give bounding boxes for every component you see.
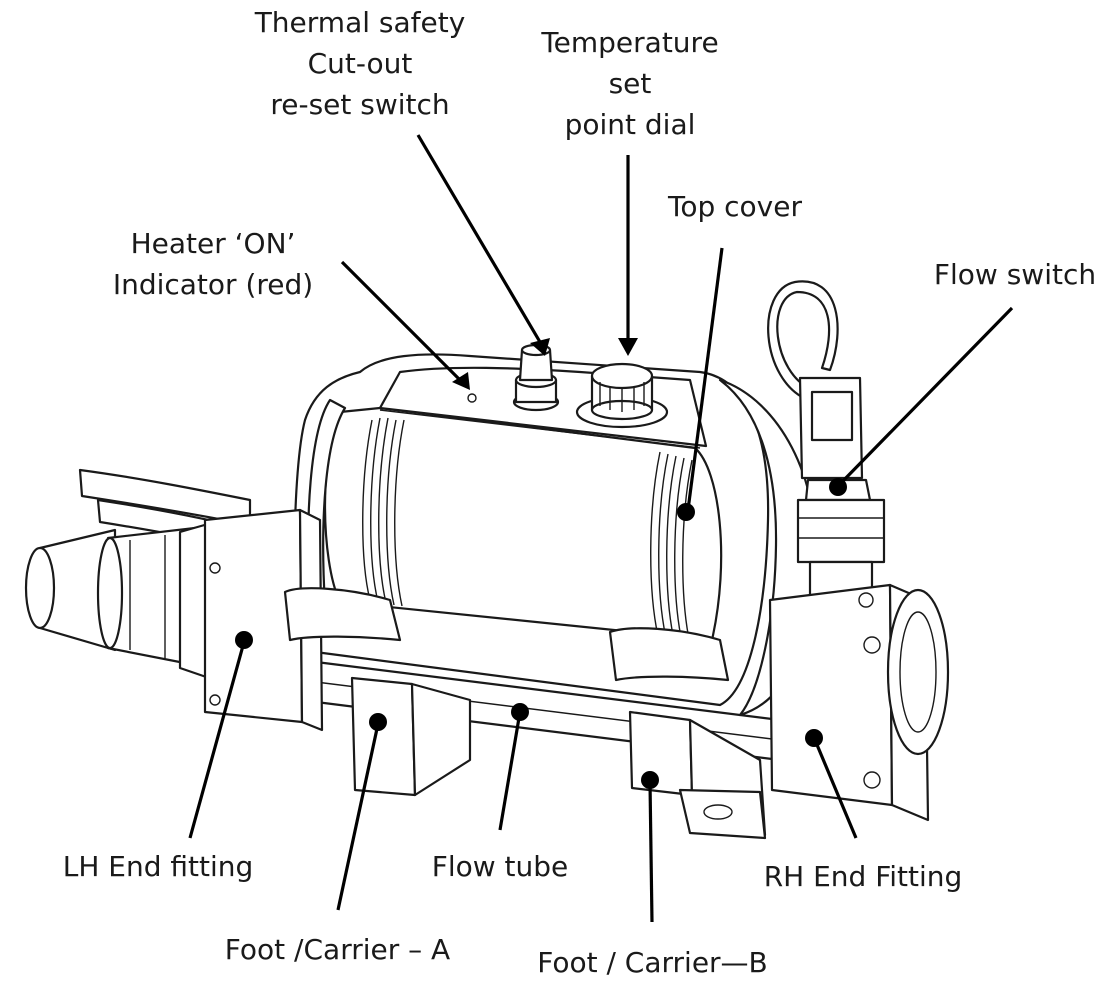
label-flow-tube: Flow tube	[415, 846, 585, 887]
label-thermal-safety-line-2: Cut-out	[307, 47, 413, 80]
leader-lines	[188, 134, 1014, 923]
dot-foot-carrier-b	[641, 771, 659, 789]
leader-flow-switch	[838, 306, 1014, 486]
label-top-cover: Top cover	[650, 186, 820, 227]
label-thermal-safety-line-3: re-set switch	[270, 88, 450, 121]
leader-rh-end-fitting	[813, 739, 858, 839]
label-heater-indicator-line-2: Indicator (red)	[112, 268, 314, 301]
label-temperature-dial-line-1: Temperature	[541, 26, 719, 59]
label-flow-tube-text: Flow tube	[431, 850, 569, 883]
lh-end-fitting	[203, 508, 324, 732]
label-temperature-dial-line-3: point dial	[564, 108, 696, 141]
leader-heater-indicator	[340, 260, 462, 382]
leader-flow-tube	[498, 711, 522, 831]
lh-inlet-pipe	[24, 520, 217, 682]
arrowhead-heater-indicator	[452, 372, 470, 390]
label-thermal-safety-line-1: Thermal safety	[254, 6, 466, 39]
label-foot-carrier-b: Foot / Carrier—B	[520, 942, 785, 983]
flow-switch	[767, 280, 886, 600]
label-lh-end-fitting: LH End fitting	[48, 846, 268, 887]
label-top-cover-text: Top cover	[668, 190, 802, 223]
label-heater-indicator: Heater ‘ON’ Indicator (red)	[98, 223, 328, 305]
leader-top-cover	[686, 247, 724, 511]
label-heater-indicator-line-1: Heater ‘ON’	[130, 227, 296, 260]
label-temperature-dial: Temperature set point dial	[520, 22, 740, 145]
label-foot-carrier-b-text: Foot / Carrier—B	[537, 946, 768, 979]
label-rh-end-fitting-text: RH End Fitting	[763, 860, 963, 893]
label-lh-end-fitting-text: LH End fitting	[62, 850, 254, 883]
thermal-reset-switch	[512, 343, 560, 412]
label-thermal-safety: Thermal safety Cut-out re-set switch	[240, 2, 480, 125]
leader-foot-carrier-a	[336, 723, 380, 911]
temperature-dial	[575, 362, 669, 429]
label-foot-carrier-a: Foot /Carrier – A	[210, 929, 465, 970]
dot-top-cover	[677, 503, 695, 521]
rh-end-fitting	[768, 583, 950, 822]
dot-lh-end-fitting	[235, 631, 253, 649]
leader-foot-carrier-b	[648, 781, 654, 923]
label-flow-switch-text: Flow switch	[933, 258, 1097, 291]
leader-thermal-reset	[416, 134, 542, 343]
dot-flow-tube	[511, 703, 529, 721]
label-temperature-dial-line-2: set	[608, 67, 652, 100]
dot-foot-carrier-a	[369, 713, 387, 731]
label-foot-carrier-a-text: Foot /Carrier – A	[224, 933, 451, 966]
arrowhead-thermal-reset	[530, 338, 550, 356]
label-rh-end-fitting: RH End Fitting	[748, 856, 978, 897]
arrowhead-temperature-dial	[618, 338, 638, 356]
dot-rh-end-fitting	[805, 729, 823, 747]
dot-flow-switch	[829, 478, 847, 496]
leader-lh-end-fitting	[188, 641, 246, 839]
label-flow-switch: Flow switch	[920, 254, 1110, 295]
